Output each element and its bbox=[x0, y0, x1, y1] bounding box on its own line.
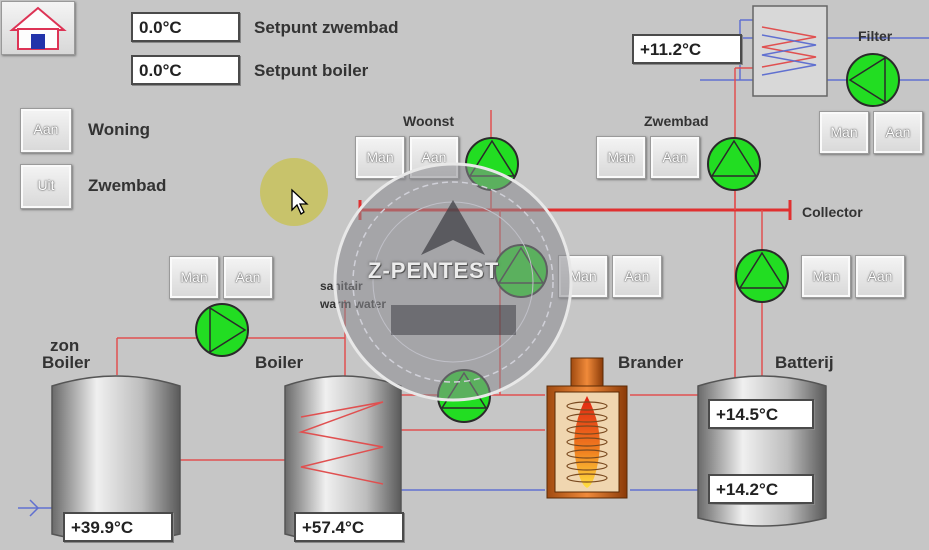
zwembad-toggle-button[interactable]: Uit bbox=[20, 164, 72, 209]
mouse-cursor-icon bbox=[291, 188, 309, 215]
boiler-temperature: +57.4°C bbox=[294, 512, 404, 542]
filter-label: Filter bbox=[858, 28, 893, 44]
filter-pump-icon[interactable] bbox=[845, 52, 901, 108]
home-button[interactable] bbox=[1, 1, 75, 55]
sanitair-pump-icon[interactable] bbox=[194, 302, 250, 358]
batterij-label: Batterij bbox=[775, 353, 834, 372]
batterij-man-button[interactable]: Man bbox=[801, 255, 851, 298]
middle-aan-button[interactable]: Aan bbox=[612, 255, 662, 298]
woonst-man-button[interactable]: Man bbox=[355, 136, 405, 179]
zon-boiler-temperature: +39.9°C bbox=[63, 512, 173, 542]
watermark-text: Z-PENTEST bbox=[368, 258, 500, 283]
sanitair-aan-button[interactable]: Aan bbox=[223, 256, 273, 299]
batterij-temperature-bottom: +14.2°C bbox=[708, 474, 814, 504]
setpoint-zwembad-label: Setpunt zwembad bbox=[254, 18, 399, 37]
zon-boiler-label-line2: Boiler bbox=[42, 353, 91, 372]
filter-man-button[interactable]: Man bbox=[819, 111, 869, 154]
woonst-label: Woonst bbox=[403, 113, 455, 129]
zwembad-pump-icon[interactable] bbox=[706, 136, 762, 192]
setpoint-zwembad-field[interactable]: 0.0°C bbox=[131, 12, 240, 42]
setpoint-boiler-label: Setpunt boiler bbox=[254, 61, 369, 80]
zwembad-circuit-label: Zwembad bbox=[644, 113, 709, 129]
batterij-aan-button[interactable]: Aan bbox=[855, 255, 905, 298]
zwembad-aan-button[interactable]: Aan bbox=[650, 136, 700, 179]
setpoint-boiler-field[interactable]: 0.0°C bbox=[131, 55, 240, 85]
batterij-pump-icon[interactable] bbox=[734, 248, 790, 304]
brander-furnace-icon bbox=[546, 357, 628, 499]
zon-boiler-label-line1: zon bbox=[50, 336, 80, 355]
watermark-logo bbox=[333, 162, 573, 402]
zwembad-man-button[interactable]: Man bbox=[596, 136, 646, 179]
woning-toggle-button[interactable]: Aan bbox=[20, 108, 72, 153]
filter-aan-button[interactable]: Aan bbox=[873, 111, 923, 154]
heat-exchanger-icon bbox=[752, 5, 828, 97]
boiler-label: Boiler bbox=[255, 353, 304, 372]
batterij-temperature-top: +14.5°C bbox=[708, 399, 814, 429]
filter-temperature: +11.2°C bbox=[632, 34, 742, 64]
collector-label: Collector bbox=[802, 204, 863, 220]
batterij-tank bbox=[697, 375, 827, 527]
zwembad-zone-label: Zwembad bbox=[88, 176, 167, 195]
home-icon bbox=[9, 6, 67, 50]
brander-label: Brander bbox=[618, 353, 684, 372]
woning-label: Woning bbox=[88, 120, 150, 139]
sanitair-man-button[interactable]: Man bbox=[169, 256, 219, 299]
